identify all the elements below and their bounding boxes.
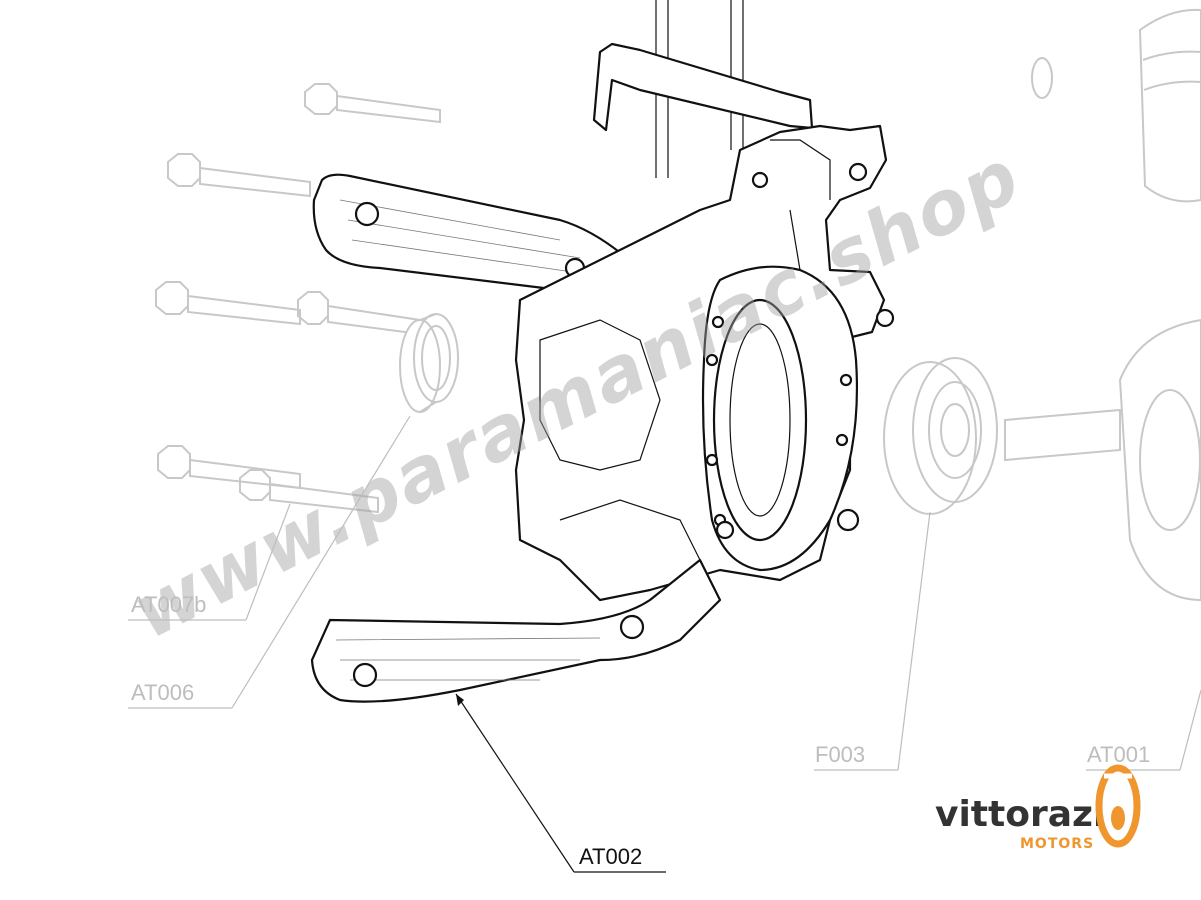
background-piston <box>1138 8 1201 203</box>
crankcase-part <box>310 0 895 703</box>
background-crankshaft <box>1004 318 1201 602</box>
callout-at007b-label: AT007b <box>131 592 206 617</box>
callout-at002-label[interactable]: AT002 <box>579 844 642 869</box>
callout-at001: AT001 <box>1086 689 1201 771</box>
callout-at001-label: AT001 <box>1087 742 1150 767</box>
callout-f003-label: F003 <box>815 742 865 767</box>
callout-f003: F003 <box>814 511 931 771</box>
callout-at006: AT006 <box>128 415 411 709</box>
brand-sub: MOTORS <box>1020 836 1094 852</box>
brand-name: vittorazi <box>935 794 1105 835</box>
brand-mark-icon <box>1095 764 1141 848</box>
callout-at002[interactable]: AT002 <box>455 693 666 873</box>
background-oring <box>1031 57 1053 99</box>
callout-at007b: AT007b <box>128 503 291 621</box>
vittorazi-logo: vittorazi MOTORS <box>935 764 1141 852</box>
background-bearing-left <box>399 313 459 413</box>
background-bolts <box>155 83 441 514</box>
background-bearing-right <box>883 357 998 515</box>
callout-at006-label: AT006 <box>131 680 194 705</box>
